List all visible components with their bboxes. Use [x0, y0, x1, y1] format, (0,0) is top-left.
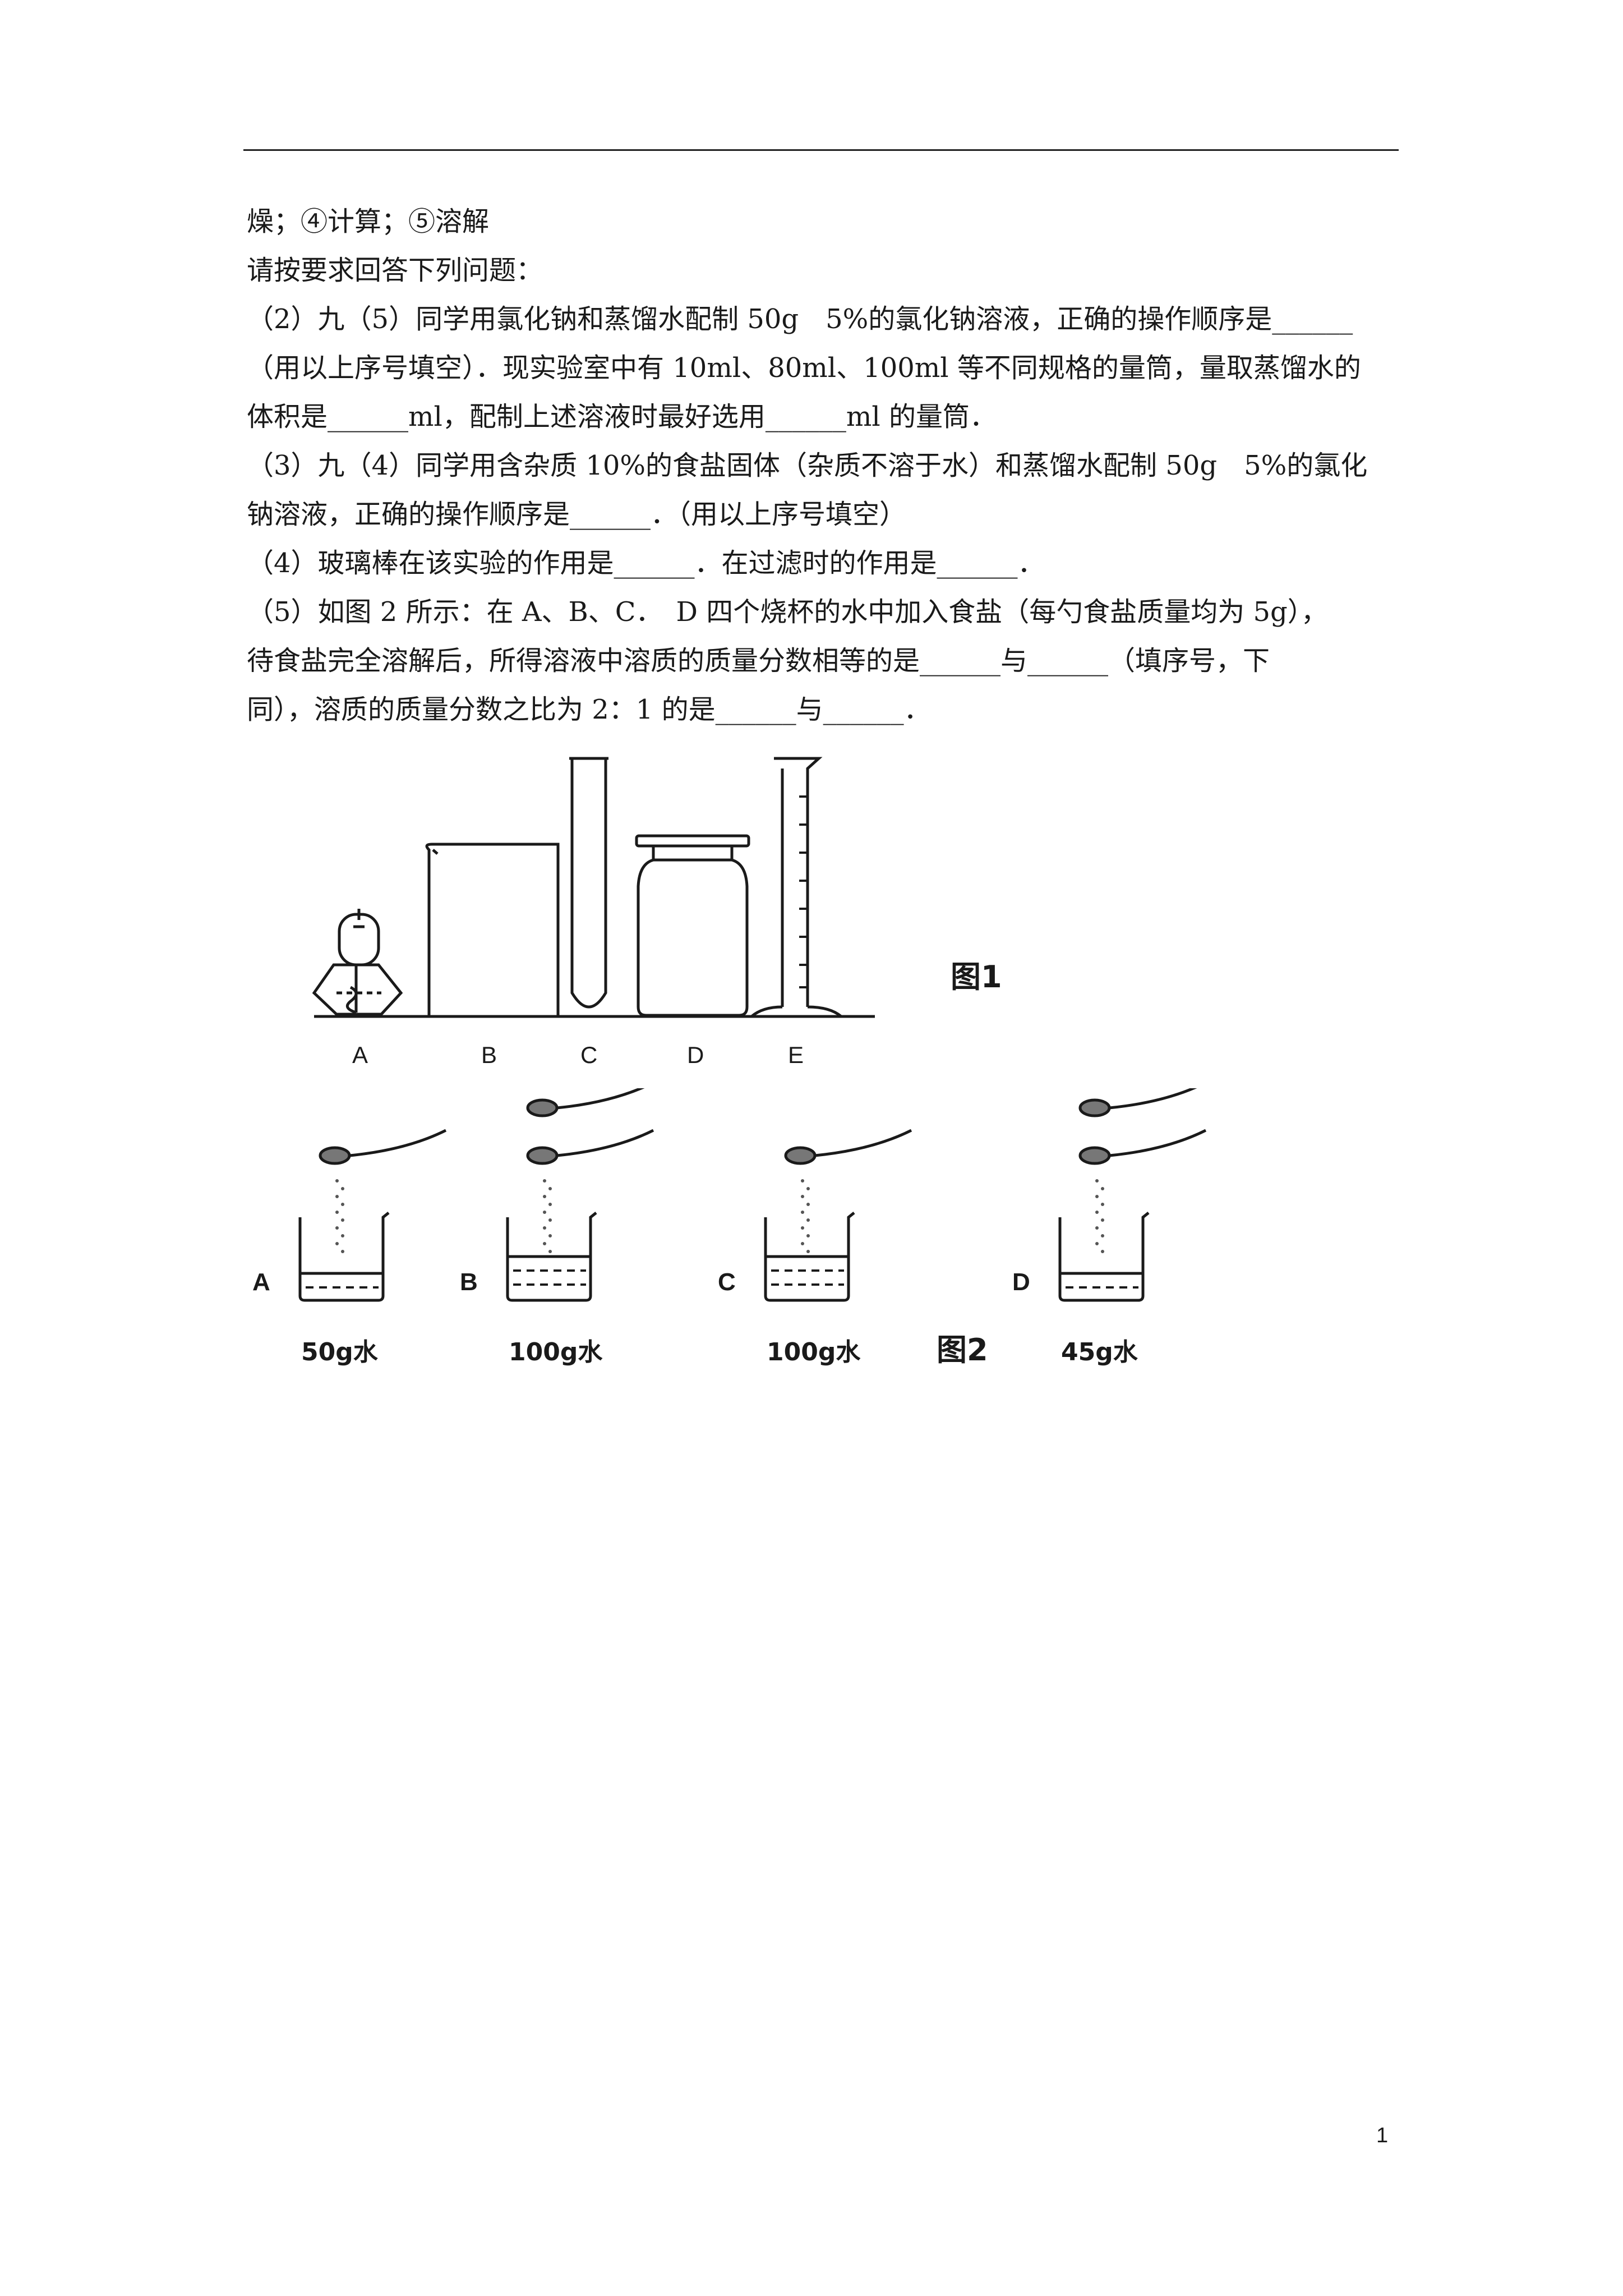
spoon-icon	[526, 1129, 654, 1165]
salt-grain	[1095, 1179, 1099, 1182]
text-line: 燥；④计算；⑤溶解	[247, 206, 490, 237]
beaker-group: A 50g水	[252, 1129, 447, 1366]
figure-1-label-b: B	[481, 1042, 497, 1068]
text-line: 体积是______ml，配制上述溶液时最好选用______ml 的量筒．	[247, 401, 997, 432]
salt-grain	[1095, 1195, 1099, 1198]
salt-grain	[341, 1203, 344, 1206]
beaker-label: B	[460, 1268, 478, 1296]
salt-grain	[543, 1179, 546, 1182]
salt-grain	[1095, 1211, 1099, 1214]
salt-grain	[801, 1242, 804, 1245]
salt-grain	[801, 1226, 804, 1230]
figure-2: A 50g水 B 100g水 C 100g水 D 45g水 图2	[247, 1088, 1301, 1391]
beaker-group: C 100g水	[718, 1129, 912, 1366]
beaker-icon	[506, 1212, 597, 1302]
text-line: 钠溶液，正确的操作顺序是______．（用以上序号填空）	[247, 499, 907, 530]
text-line: （4）玻璃棒在该实验的作用是______．在过滤时的作用是______．	[247, 547, 1045, 579]
text-line: 请按要求回答下列问题：	[247, 255, 543, 286]
header-rule	[243, 149, 1399, 151]
salt-grain	[548, 1234, 552, 1237]
figure-1-label-e: E	[788, 1042, 804, 1068]
salt-grain	[543, 1211, 546, 1214]
graduated-cylinder-icon	[750, 757, 842, 1018]
water-mass-label: 45g水	[1061, 1338, 1138, 1366]
beaker-icon	[298, 1212, 390, 1302]
salt-grain	[1101, 1187, 1104, 1190]
figure-1-label-d: D	[687, 1042, 704, 1068]
salt-grain	[335, 1226, 339, 1230]
salt-grain	[341, 1234, 344, 1237]
salt-grain	[806, 1234, 810, 1237]
salt-grain	[341, 1250, 344, 1253]
salt-grain	[1101, 1203, 1104, 1206]
figure-2-caption: 图2	[937, 1332, 988, 1368]
figure-1: A B C D E 图1	[303, 752, 1088, 1077]
figure-1-label-c: C	[580, 1042, 597, 1068]
salt-grain	[548, 1203, 552, 1206]
salt-grain	[1101, 1234, 1104, 1237]
salt-grain	[1095, 1226, 1099, 1230]
spoon-icon	[1078, 1129, 1207, 1165]
figure-1-label-a: A	[352, 1042, 368, 1068]
test-tube-icon	[569, 757, 608, 1009]
text-line: （5）如图 2 所示：在 A、B、C． D 四个烧杯的水中加入食盐（每勺食盐质量…	[247, 596, 1328, 628]
salt-grain	[335, 1211, 339, 1214]
salt-grain	[801, 1179, 804, 1182]
beaker-group: D 45g水	[1012, 1088, 1207, 1366]
text-line: （用以上序号填空）．现实验室中有 10ml、80ml、100ml 等不同规格的量…	[247, 352, 1361, 384]
salt-grain	[543, 1226, 546, 1230]
salt-grain	[801, 1195, 804, 1198]
spoon-icon	[526, 1088, 645, 1117]
beaker-group: B 100g水	[460, 1088, 654, 1366]
beaker-label: C	[718, 1268, 736, 1296]
salt-grain	[548, 1187, 552, 1190]
page-number: 1	[1376, 2124, 1389, 2147]
salt-grain	[806, 1187, 810, 1190]
salt-grain	[806, 1218, 810, 1222]
figure-1-caption: 图1	[951, 959, 1002, 995]
salt-grain	[801, 1211, 804, 1214]
salt-grain	[543, 1195, 546, 1198]
water-mass-label: 100g水	[509, 1338, 603, 1366]
spoon-icon	[784, 1129, 912, 1165]
beaker-icon	[1058, 1212, 1150, 1302]
alcohol-lamp-icon	[312, 909, 403, 1016]
salt-grain	[1095, 1242, 1099, 1245]
salt-grain	[341, 1218, 344, 1222]
spoon-icon	[319, 1129, 447, 1165]
salt-grain	[1101, 1250, 1104, 1253]
beaker-icon	[425, 843, 560, 1016]
reagent-bottle-icon	[635, 834, 750, 1017]
salt-grain	[335, 1179, 339, 1182]
text-line: 同），溶质的质量分数之比为 2：1 的是______与______．	[247, 694, 931, 725]
text-line: 待食盐完全溶解后，所得溶液中溶质的质量分数相等的是______与______（填…	[247, 645, 1270, 677]
salt-grain	[341, 1187, 344, 1190]
salt-grain	[335, 1195, 339, 1198]
beaker-label: A	[252, 1268, 270, 1296]
salt-grain	[806, 1203, 810, 1206]
text-line: （3）九（4）同学用含杂质 10%的食盐固体（杂质不溶于水）和蒸馏水配制 50g…	[247, 450, 1368, 481]
beaker-label: D	[1012, 1268, 1030, 1296]
salt-grain	[548, 1250, 552, 1253]
salt-grain	[1101, 1218, 1104, 1222]
question-text: 燥；④计算；⑤溶解 请按要求回答下列问题： （2）九（5）同学用氯化钠和蒸馏水配…	[247, 197, 1402, 734]
beaker-icon	[764, 1212, 855, 1302]
salt-grain	[335, 1242, 339, 1245]
text-line: （2）九（5）同学用氯化钠和蒸馏水配制 50g 5%的氯化钠溶液，正确的操作顺序…	[247, 303, 1353, 335]
spoon-icon	[1078, 1088, 1197, 1117]
water-mass-label: 50g水	[301, 1338, 379, 1366]
salt-grain	[543, 1242, 546, 1245]
salt-grain	[806, 1250, 810, 1253]
salt-grain	[548, 1218, 552, 1222]
water-mass-label: 100g水	[767, 1338, 861, 1366]
